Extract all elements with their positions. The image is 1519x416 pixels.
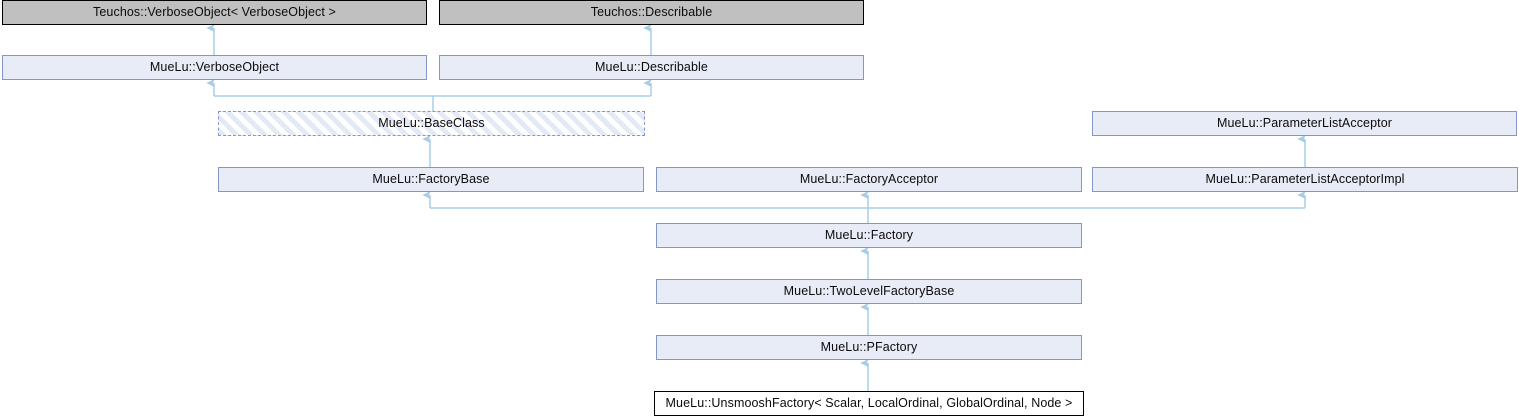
node-label: MueLu::Factory xyxy=(824,228,914,243)
node-label: MueLu::Describable xyxy=(595,60,708,75)
node-label: Teuchos::VerboseObject< VerboseObject > xyxy=(93,5,336,20)
node-muelu-describable[interactable]: MueLu::Describable xyxy=(439,55,864,80)
node-label: MueLu::UnsmooshFactory< Scalar, LocalOrd… xyxy=(665,396,1073,411)
node-muelu-parameterlistacceptorimpl[interactable]: MueLu::ParameterListAcceptorImpl xyxy=(1092,167,1518,192)
node-label: MueLu::ParameterListAcceptorImpl xyxy=(1205,172,1405,187)
node-label: Teuchos::Describable xyxy=(590,5,713,20)
node-muelu-factory[interactable]: MueLu::Factory xyxy=(656,223,1082,248)
node-label: MueLu::FactoryBase xyxy=(372,172,490,187)
node-muelu-pfactory[interactable]: MueLu::PFactory xyxy=(656,335,1082,360)
node-muelu-unsmooshfactory[interactable]: MueLu::UnsmooshFactory< Scalar, LocalOrd… xyxy=(654,391,1084,416)
node-muelu-factoryacceptor[interactable]: MueLu::FactoryAcceptor xyxy=(656,167,1082,192)
node-label: MueLu::PFactory xyxy=(820,340,918,355)
node-label: MueLu::FactoryAcceptor xyxy=(799,172,939,187)
node-label: MueLu::BaseClass xyxy=(378,116,485,131)
node-muelu-factorybase[interactable]: MueLu::FactoryBase xyxy=(218,167,644,192)
node-label: MueLu::TwoLevelFactoryBase xyxy=(783,284,955,299)
node-muelu-parameterlistacceptor[interactable]: MueLu::ParameterListAcceptor xyxy=(1092,111,1517,136)
node-muelu-twolevelfactorybase[interactable]: MueLu::TwoLevelFactoryBase xyxy=(656,279,1082,304)
node-muelu-verboseobject[interactable]: MueLu::VerboseObject xyxy=(2,55,427,80)
node-label: MueLu::VerboseObject xyxy=(149,60,280,75)
node-muelu-baseclass[interactable]: MueLu::BaseClass xyxy=(218,111,645,136)
node-label: MueLu::ParameterListAcceptor xyxy=(1216,116,1393,131)
node-teuchos-describable[interactable]: Teuchos::Describable xyxy=(439,0,864,25)
node-teuchos-verboseobject[interactable]: Teuchos::VerboseObject< VerboseObject > xyxy=(2,0,427,25)
